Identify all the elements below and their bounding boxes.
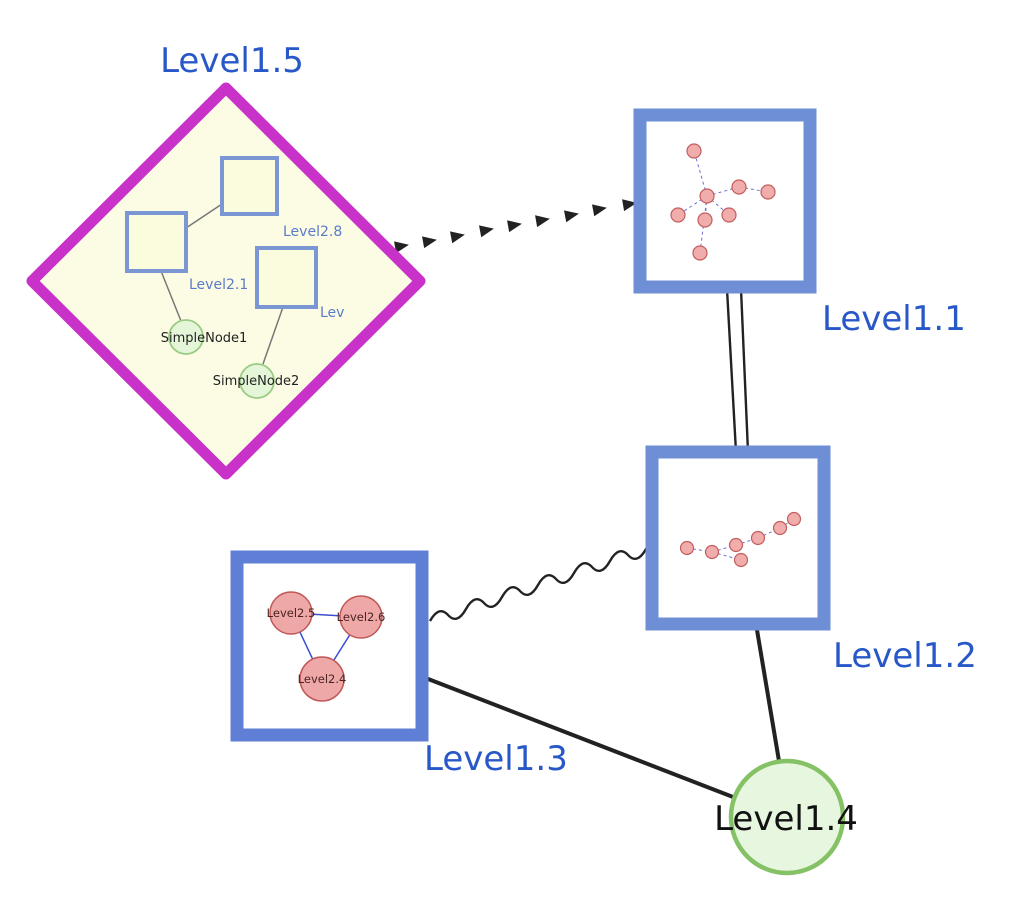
child-node-level2x[interactable] (255, 246, 318, 309)
node-label-level13: Level1.3 (424, 739, 568, 779)
node-label-level12: Level1.2 (833, 636, 977, 676)
child-node-level25[interactable] (269, 591, 313, 635)
mini-node[interactable] (692, 245, 708, 261)
child-node-label-level25: Level2.5 (267, 606, 316, 620)
edge-level11-to-level12-double[interactable] (725, 288, 750, 453)
node-level13[interactable] (230, 550, 429, 742)
child-node-label-level24: Level2.4 (298, 672, 347, 686)
node-level14[interactable] (728, 758, 846, 876)
mini-node[interactable] (704, 544, 720, 560)
mini-node[interactable] (750, 530, 766, 546)
child-node-level26[interactable] (339, 595, 383, 639)
mini-node[interactable] (728, 537, 744, 553)
child-node-label-level26: Level2.6 (337, 610, 386, 624)
group-node-level15[interactable] (26, 82, 426, 480)
mini-node[interactable] (697, 212, 713, 228)
edge-level13-to-level14[interactable] (422, 675, 734, 799)
mini-node[interactable] (760, 184, 776, 200)
child-node-label-level21: Level2.1 (189, 277, 248, 293)
simple-node-1-label: SimpleNode1 (161, 331, 248, 346)
child-node-label-level2x: Lev (320, 305, 344, 321)
level12-mini-graph (679, 511, 802, 568)
mini-node[interactable] (733, 552, 749, 568)
mini-node[interactable] (679, 540, 695, 556)
simple-node-1[interactable] (168, 319, 204, 355)
child-node-level24[interactable] (299, 656, 345, 702)
mini-node[interactable] (772, 520, 788, 536)
node-label-level11: Level1.1 (822, 299, 966, 339)
node-label-level15: Level1.5 (160, 41, 304, 81)
mini-node[interactable] (731, 179, 747, 195)
level13-mini-graph: Level2.5 Level2.6 Level2.4 (267, 591, 386, 702)
mini-node[interactable] (686, 143, 702, 159)
node-level12[interactable] (645, 445, 831, 631)
child-node-label-level28: Level2.8 (283, 224, 342, 240)
simple-node-2[interactable] (239, 363, 275, 399)
simple-node-2-label: SimpleNode2 (213, 374, 300, 389)
edge-level15-to-level11-dashed-arrow[interactable] (394, 199, 637, 254)
child-node-level21[interactable] (125, 211, 188, 273)
edge-level13-to-level12-wavy[interactable] (428, 544, 657, 622)
level11-mini-graph (670, 143, 776, 261)
node-label-level14: Level1.4 (714, 799, 858, 839)
mini-node[interactable] (670, 207, 686, 223)
group-inner-edges (160, 203, 284, 365)
mini-node[interactable] (721, 207, 737, 223)
node-level11[interactable] (633, 108, 817, 294)
child-node-level28[interactable] (220, 156, 279, 216)
mini-node[interactable] (699, 188, 715, 204)
edge-level12-to-level14[interactable] (754, 623, 781, 762)
mini-node[interactable] (786, 511, 802, 527)
